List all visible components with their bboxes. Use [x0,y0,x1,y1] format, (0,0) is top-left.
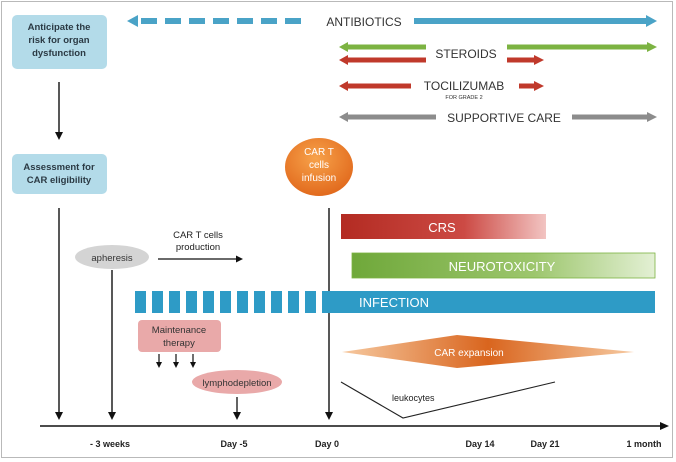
assessment-box: Assessment for CAR eligibility [12,154,107,194]
maintenance-line-2: therapy [163,338,195,349]
lymphodepletion-down-arrow [233,397,241,420]
apheresis-label: apheresis [91,253,132,264]
anticipate-line-2: risk for organ [28,35,89,46]
lymphodepletion-step: lymphodepletion [192,370,282,394]
assessment-line-2: CAR eligibility [27,175,92,186]
infection-bar: INFECTION [135,291,655,313]
down-arrow-1 [55,82,63,140]
tick-day-minus-5: Day -5 [220,439,247,449]
assessment-line-1: Assessment for [23,162,95,173]
infection-label: INFECTION [359,295,429,310]
timeline-diagram: Anticipate the risk for organ dysfunctio… [12,15,669,449]
supportive-care-arrow: SUPPORTIVE CARE [339,111,657,125]
timeline-axis: - 3 weeks Day -5 Day 0 Day 14 Day 21 1 m… [40,422,669,449]
tick-day-0: Day 0 [315,439,339,449]
neurotoxicity-label: NEUROTOXICITY [449,259,556,274]
crs-label: CRS [428,220,456,235]
anticipate-box: Anticipate the risk for organ dysfunctio… [12,15,107,69]
anticipate-line-3: dysfunction [32,48,86,59]
antibiotics-arrow: ANTIBIOTICS [127,15,657,29]
tocilizumab-label: TOCILIZUMAB [424,79,504,93]
car-expansion-label: CAR expansion [434,348,503,359]
production-line-2: production [176,242,220,253]
apheresis-step: apheresis [75,245,149,269]
anticipate-line-1: Anticipate the [28,22,91,33]
maintenance-line-1: Maintenance [152,325,206,336]
supportive-care-label: SUPPORTIVE CARE [447,111,561,125]
tick-1-month: 1 month [627,439,662,449]
tocilizumab-note: FOR GRADE 2 [445,95,482,101]
leukocytes-curve: leukocytes [340,381,556,419]
leukocytes-label: leukocytes [392,393,435,403]
tick-day-21: Day 21 [530,439,559,449]
antibiotics-label: ANTIBIOTICS [326,15,401,29]
car-expansion: CAR expansion [342,335,634,368]
tick-minus-3-weeks: - 3 weeks [90,439,130,449]
car-t-infusion: CAR T cells infusion [285,138,353,196]
infusion-line-3: infusion [302,173,336,184]
crs-bar: CRS [341,214,546,239]
infusion-line-1: CAR T [304,147,334,158]
maintenance-therapy-step: Maintenance therapy [138,320,221,352]
tocilizumab-arrow: TOCILIZUMAB FOR GRADE 2 [339,79,544,101]
steroids-arrow: STEROIDS [339,42,657,65]
maintenance-arrows [156,354,196,368]
day0-down-arrow [325,208,333,420]
neurotoxicity-bar: NEUROTOXICITY [351,252,656,279]
lymphodepletion-label: lymphodepletion [202,378,271,389]
production-line-1: CAR T cells [173,230,223,241]
apheresis-down-arrow [108,270,116,420]
tick-day-14: Day 14 [465,439,494,449]
steroids-label: STEROIDS [435,47,496,61]
infusion-line-2: cells [309,160,329,171]
production-step: CAR T cells production [158,230,243,263]
assessment-down-arrow [55,208,63,420]
